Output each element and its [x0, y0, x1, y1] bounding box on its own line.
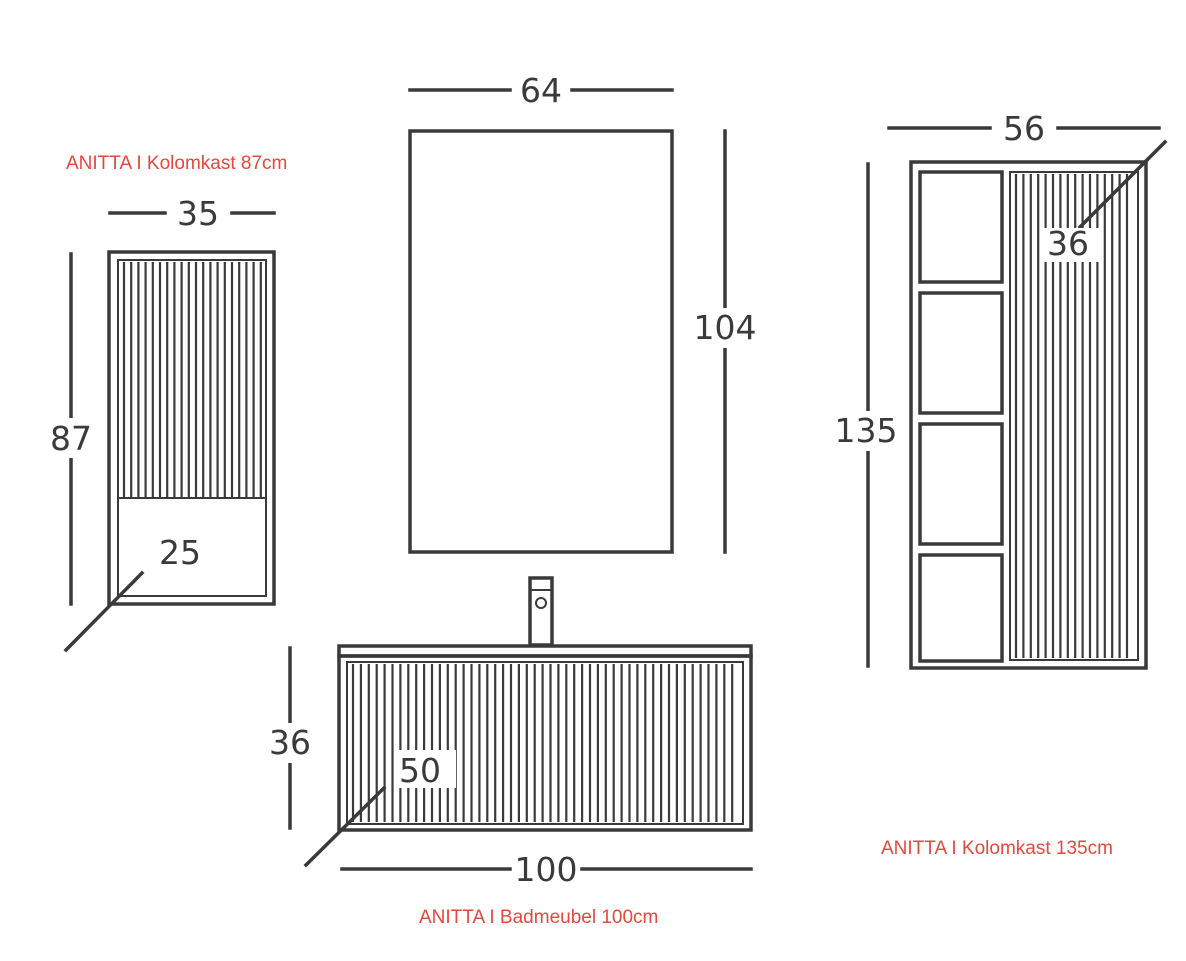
label-mask [396, 750, 456, 788]
mirror-height-value: 104 [694, 308, 757, 347]
faucet-body [528, 576, 554, 647]
column-135-shelf [918, 553, 1004, 663]
column-87-width-dimension: 35 [108, 194, 276, 233]
column-135-product-label: ANITTA I Kolomkast 135cm [881, 838, 1113, 859]
column-135-shelf [918, 422, 1004, 546]
column-87-depth-dimension: 25 [63, 533, 201, 653]
column-135-depth-value: 36 [1047, 224, 1089, 263]
vanity-height-value: 36 [269, 723, 311, 762]
column-135-shelf [918, 291, 1004, 415]
faucet-knob [535, 597, 547, 609]
column-87-depth-value: 25 [159, 533, 201, 572]
column-cabinet-87 [107, 250, 276, 606]
column-87-slats [122, 262, 262, 497]
vanity-depth-value: 50 [399, 751, 441, 790]
column-135-door-frame [1009, 171, 1139, 661]
dimension-line [303, 785, 387, 868]
vanity-width-value: 100 [515, 850, 578, 889]
mirror-outline [408, 129, 674, 554]
column-87-outline [107, 250, 276, 606]
column-135-width-dimension: 56 [887, 109, 1161, 148]
column-87-height-dimension: 87 [50, 252, 92, 606]
dimension-line [1077, 139, 1168, 230]
column-135-height-value: 135 [835, 411, 898, 450]
mirror [408, 129, 674, 554]
label-mask [50, 418, 92, 458]
vanity-inner-frame [346, 661, 744, 825]
vanity-body [337, 654, 753, 832]
vanity-width-dimension: 100 [340, 850, 753, 889]
column-135-height-dimension: 135 [835, 162, 900, 668]
label-mask [836, 411, 900, 451]
vanity-cabinet [337, 576, 753, 832]
column-87-width-value: 35 [177, 194, 219, 233]
column-135-width-value: 56 [1003, 109, 1045, 148]
vanity-height-dimension: 36 [266, 646, 314, 830]
column-cabinet-135 [909, 160, 1148, 670]
mirror-width-value: 64 [520, 71, 562, 110]
column-87-height-value: 87 [50, 419, 92, 458]
dimension-line [63, 570, 145, 653]
mirror-height-dimension: 104 [694, 129, 757, 554]
vanity-depth-dimension: 50 [303, 750, 456, 868]
column-135-shelf [918, 170, 1004, 284]
vanity-product-label: ANITTA I Badmeubel 100cm [419, 907, 659, 928]
column-135-depth-dimension: 36 [1042, 139, 1168, 263]
column-87-inner-frame [117, 259, 267, 597]
label-mask [696, 308, 756, 348]
label-mask [266, 723, 314, 763]
column-135-outline [909, 160, 1148, 670]
column-87-product-label: ANITTA I Kolomkast 87cm [66, 153, 288, 174]
mirror-width-dimension: 64 [408, 71, 674, 110]
vanity-slats [351, 664, 734, 822]
label-mask [1042, 228, 1102, 262]
